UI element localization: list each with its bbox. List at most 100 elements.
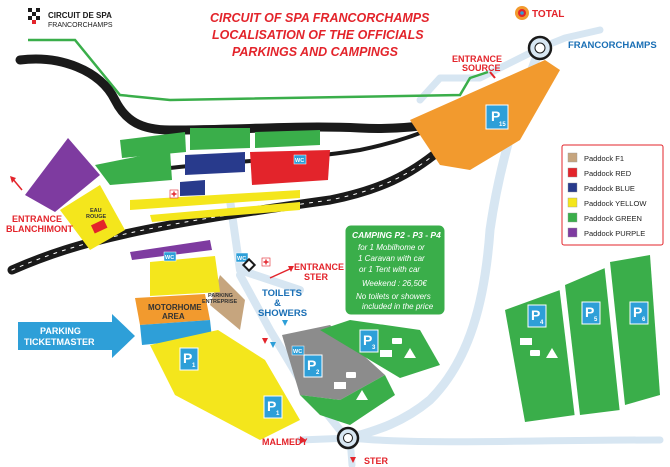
label-eau-rouge-1: EAU <box>90 208 102 214</box>
svg-text:Paddock RED: Paddock RED <box>584 169 632 178</box>
parking-sign-p1-lower: P 1 <box>263 395 283 419</box>
svg-text:BLANCHIMONT: BLANCHIMONT <box>6 224 73 234</box>
caravan-icon <box>346 372 356 378</box>
parking-ticketmaster-arrow: PARKING TICKETMASTER <box>18 314 135 358</box>
legend-item-blue: Paddock BLUE <box>567 182 635 193</box>
svg-text:6: 6 <box>642 317 646 323</box>
svg-text:&: & <box>274 298 281 309</box>
down-arrow-icon <box>282 320 288 326</box>
paddock-blue <box>185 152 245 175</box>
camping-note-2: included in the price <box>362 302 434 311</box>
svg-text:1: 1 <box>276 411 280 417</box>
svg-text:1: 1 <box>192 363 196 369</box>
svg-text:Paddock F1: Paddock F1 <box>584 154 624 163</box>
paddock-green-4 <box>255 130 320 148</box>
svg-text:15: 15 <box>499 122 506 128</box>
logo-spa: CIRCUIT DE SPA FRANCORCHAMPS <box>28 8 113 29</box>
parking-p2-area <box>282 325 385 400</box>
svg-text:Paddock BLUE: Paddock BLUE <box>584 184 635 193</box>
parking-p4-area <box>505 290 575 422</box>
legend-item-f1: Paddock F1 <box>567 152 624 163</box>
wc-icon <box>293 154 307 165</box>
svg-text:Paddock PURPLE: Paddock PURPLE <box>584 229 645 238</box>
tent-icon <box>546 348 558 358</box>
svg-text:Paddock GREEN: Paddock GREEN <box>584 214 642 223</box>
svg-text:ENTRANCE: ENTRANCE <box>452 54 502 64</box>
caravan-icon <box>530 350 540 356</box>
svg-text:SOURCE: SOURCE <box>462 63 501 73</box>
tent-icon <box>356 390 368 400</box>
svg-text:WC: WC <box>295 158 304 164</box>
logo-line1: CIRCUIT DE SPA <box>48 11 112 20</box>
parking-sign-p3: P 3 <box>359 329 379 353</box>
label-entrance-blanchimont: ENTRANCE BLANCHIMONT <box>6 176 73 234</box>
title-line-3: PARKINGS AND CAMPINGS <box>232 45 399 59</box>
camping-line-2: 1 Caravan with car <box>358 254 425 263</box>
camping-info-box: CAMPING P2 - P3 - P4 for 1 Mobilhome or … <box>344 224 446 316</box>
label-parking-entreprise-2: ENTREPRISE <box>202 299 237 305</box>
svg-text:ENTRANCE: ENTRANCE <box>294 262 344 272</box>
green-boundary <box>28 38 489 102</box>
parking-p2-green <box>300 375 395 425</box>
camping-price: Weekend : 26,50€ <box>362 279 427 288</box>
arrow-markers <box>262 320 288 348</box>
svg-text:P: P <box>585 304 594 320</box>
label-eau-rouge-2: ROUGE <box>86 214 107 220</box>
legend-item-red: Paddock RED <box>567 167 632 178</box>
wc-icon <box>163 251 177 262</box>
svg-text:WC: WC <box>165 255 174 261</box>
label-parking-entreprise-1: PARKING <box>208 293 233 299</box>
svg-text:P: P <box>267 398 276 414</box>
title-line-1: CIRCUIT OF SPA FRANCORCHAMPS <box>210 11 430 25</box>
paddock-blue-small <box>180 180 205 196</box>
label-motorhome-1: MOTORHOME <box>148 303 202 312</box>
tent-icon <box>404 348 416 358</box>
parking-p3-area <box>320 320 440 378</box>
road-paddock <box>226 196 304 294</box>
legend-item-yellow: Paddock YELLOW <box>567 197 647 208</box>
camping-line-1: for 1 Mobilhome or <box>358 243 425 252</box>
svg-text:P: P <box>183 350 192 366</box>
roundabout-north <box>527 35 553 61</box>
page-title: CIRCUIT OF SPA FRANCORCHAMPS LOCALISATIO… <box>210 11 430 59</box>
roundabout-south <box>336 426 360 450</box>
label-francorchamps: FRANCORCHAMPS <box>568 40 657 51</box>
parking-sign-p5: P 5 <box>581 301 601 325</box>
label-entrance-ster: ENTRANCE STER <box>269 262 344 282</box>
label-entrance-source: ENTRANCE SOURCE <box>452 54 502 79</box>
road-source <box>416 44 544 104</box>
caravan-icon <box>392 338 402 344</box>
svg-text:4: 4 <box>540 320 544 326</box>
title-line-2: LOCALISATION OF THE OFFICIALS <box>212 28 424 42</box>
road-bottom-east <box>346 434 664 446</box>
label-malmedy: MALMEDY <box>262 436 308 447</box>
svg-text:P: P <box>363 332 372 348</box>
wc-icons: WC WC WC WC <box>163 154 307 356</box>
label-ster-exit: STER <box>350 456 389 466</box>
legend-item-purple: Paddock PURPLE <box>567 227 645 238</box>
label-motorhome-2: AREA <box>162 312 185 321</box>
svg-text:P: P <box>491 108 500 124</box>
svg-text:MALMEDY: MALMEDY <box>262 437 308 447</box>
wc-icon <box>235 252 249 263</box>
camping-icons <box>334 338 558 400</box>
mobilhome-icon <box>520 338 532 345</box>
paddock-green-2 <box>120 132 186 158</box>
paddock-purple-south <box>130 240 212 260</box>
legend-item-green: Paddock GREEN <box>567 212 642 223</box>
svg-text:TOILETS: TOILETS <box>262 288 302 299</box>
paddock-yellow-ster <box>150 256 220 296</box>
logo-line2: FRANCORCHAMPS <box>48 22 113 29</box>
parking-sign-p2: P 2 <box>303 354 323 378</box>
svg-text:SHOWERS: SHOWERS <box>258 308 307 319</box>
mobilhome-icon <box>380 350 392 357</box>
svg-text:P: P <box>307 357 316 373</box>
eau-rouge-building <box>90 219 108 234</box>
paddock-yellow-eau-rouge <box>60 185 125 250</box>
parking-sign-p1-upper: P 1 <box>179 347 199 371</box>
paddock-yellow-strip-1 <box>130 190 300 210</box>
svg-text:ENTRANCE: ENTRANCE <box>12 214 62 224</box>
svg-text:PARKING: PARKING <box>40 326 81 336</box>
svg-text:Paddock YELLOW: Paddock YELLOW <box>584 199 647 208</box>
